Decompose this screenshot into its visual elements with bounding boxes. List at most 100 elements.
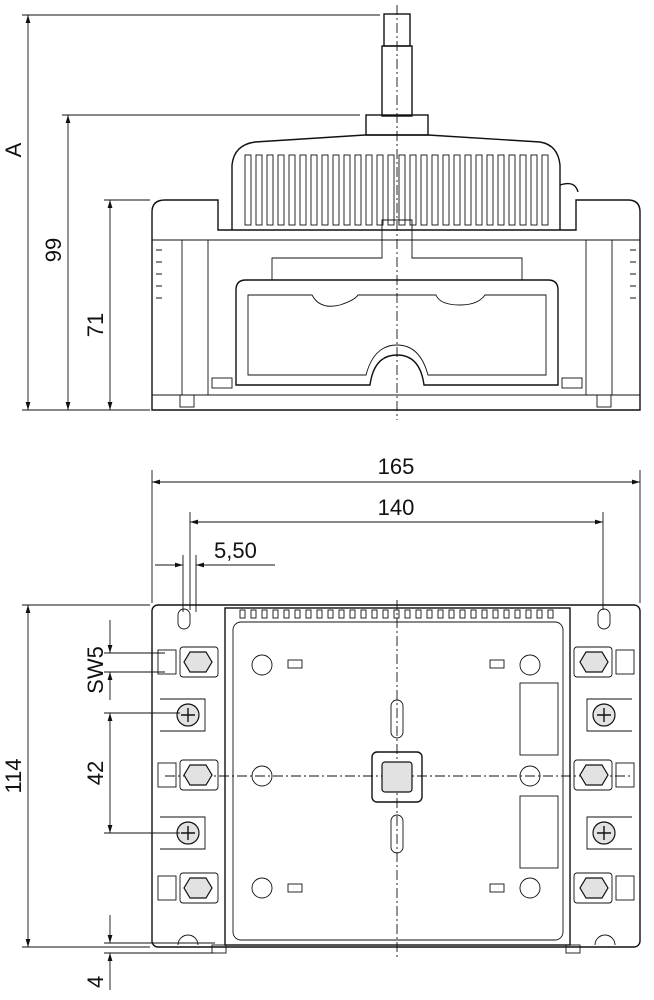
plate-tooth <box>393 609 400 619</box>
lid-rib <box>277 154 285 226</box>
terminal-housing <box>615 649 635 675</box>
terminal-housing <box>157 649 177 675</box>
lid-rib <box>387 154 395 226</box>
plate-tooth <box>338 609 345 619</box>
hex-screw-icon <box>579 651 609 673</box>
plate-tooth <box>371 609 378 619</box>
lid-rib <box>288 154 296 226</box>
plan-dimensions: 165 140 5,50 114 SW5 42 4 <box>1 454 641 990</box>
lid-rib <box>420 154 428 226</box>
lid-rib <box>464 154 472 226</box>
lid-ribs: (function(){ const g=document.currentScr… <box>244 154 549 226</box>
plate-tooth <box>437 609 444 619</box>
inner-cavity <box>235 279 559 386</box>
plate-tooth <box>349 609 356 619</box>
lid-rib <box>244 154 252 226</box>
dim-width-overall: 165 <box>378 454 415 479</box>
lid-rib <box>508 154 516 226</box>
lid-rib <box>332 154 340 226</box>
lid-rib <box>354 154 362 226</box>
plate-tooth <box>426 609 433 619</box>
dim-total-height: A <box>1 142 26 157</box>
plate-tooth <box>239 609 246 619</box>
plate-tooth <box>360 609 367 619</box>
cross-icon <box>181 826 195 840</box>
hex-screw-icon <box>579 764 609 786</box>
lid-rib <box>266 154 274 226</box>
housing-body <box>151 199 641 411</box>
lid-rib <box>475 154 483 226</box>
plate-tooth <box>382 609 389 619</box>
dim-hole-diameter: 5,50 <box>214 538 257 563</box>
terminal-block <box>573 759 613 791</box>
plate-tooth <box>547 609 554 619</box>
terminal-block <box>179 646 219 678</box>
hex-screw-icon <box>183 764 213 786</box>
side-vents <box>156 249 636 299</box>
plate-tooth <box>536 609 543 619</box>
switch-shaft-base <box>371 751 423 803</box>
lid-rib <box>321 154 329 226</box>
clamp-outline <box>160 816 206 850</box>
cross-icon <box>597 708 611 722</box>
plate-tooth <box>404 609 411 619</box>
plate-tooth <box>514 609 521 619</box>
terminals <box>157 646 635 904</box>
terminal-housing <box>157 875 177 901</box>
cross-icon <box>597 826 611 840</box>
plate-tooth <box>448 609 455 619</box>
plate-tooth <box>415 609 422 619</box>
plate-tooth <box>294 609 301 619</box>
clamp-outline <box>586 816 632 850</box>
dim-width-mounting: 140 <box>378 495 415 520</box>
lid-rib <box>398 154 406 226</box>
lid-rib <box>310 154 318 226</box>
hex-screw-icon <box>579 877 609 899</box>
lid <box>231 134 561 230</box>
lid-rib <box>343 154 351 226</box>
lid-rib <box>453 154 461 226</box>
plate-tooth <box>272 609 279 619</box>
terminal-housing <box>157 762 177 788</box>
front-dimensions: A 99 71 <box>1 14 380 411</box>
base-outline <box>151 604 641 948</box>
plate-tooth <box>261 609 268 619</box>
lid-rib <box>255 154 263 226</box>
plate-tooth <box>250 609 257 619</box>
hex-screw-icon <box>183 651 213 673</box>
plate-tooth <box>481 609 488 619</box>
base-plate <box>224 607 571 946</box>
plate-tooth <box>503 609 510 619</box>
terminal-block <box>573 646 613 678</box>
lid-rib <box>541 154 549 226</box>
plate-tooth <box>525 609 532 619</box>
plate-tooth <box>492 609 499 619</box>
lid-rib <box>442 154 450 226</box>
mounting-features <box>177 608 616 946</box>
terminal-housing <box>615 762 635 788</box>
lid-rib <box>486 154 494 226</box>
terminal-block <box>573 872 613 904</box>
front-view: (function(){ const g=document.currentScr… <box>151 5 641 420</box>
lid-rib <box>431 154 439 226</box>
plate-tooth <box>470 609 477 619</box>
lid-rib <box>299 154 307 226</box>
hex-screw-icon <box>183 877 213 899</box>
plate-tooth <box>305 609 312 619</box>
plate-tooth <box>316 609 323 619</box>
clamp-outline <box>586 698 632 732</box>
plate-tooth <box>327 609 334 619</box>
terminal-housing <box>615 875 635 901</box>
latch <box>559 182 579 193</box>
lid-rib <box>376 154 384 226</box>
dim-bottom-offset: 4 <box>83 976 108 988</box>
dim-terminal-pitch: 42 <box>83 761 108 785</box>
shaft <box>381 45 413 117</box>
terminal-block <box>179 872 219 904</box>
dim-depth-overall: 114 <box>1 758 26 793</box>
lid-rib <box>530 154 538 226</box>
lid-rib <box>497 154 505 226</box>
plate-tooth <box>283 609 290 619</box>
dim-wrench-size: SW5 <box>83 646 108 694</box>
